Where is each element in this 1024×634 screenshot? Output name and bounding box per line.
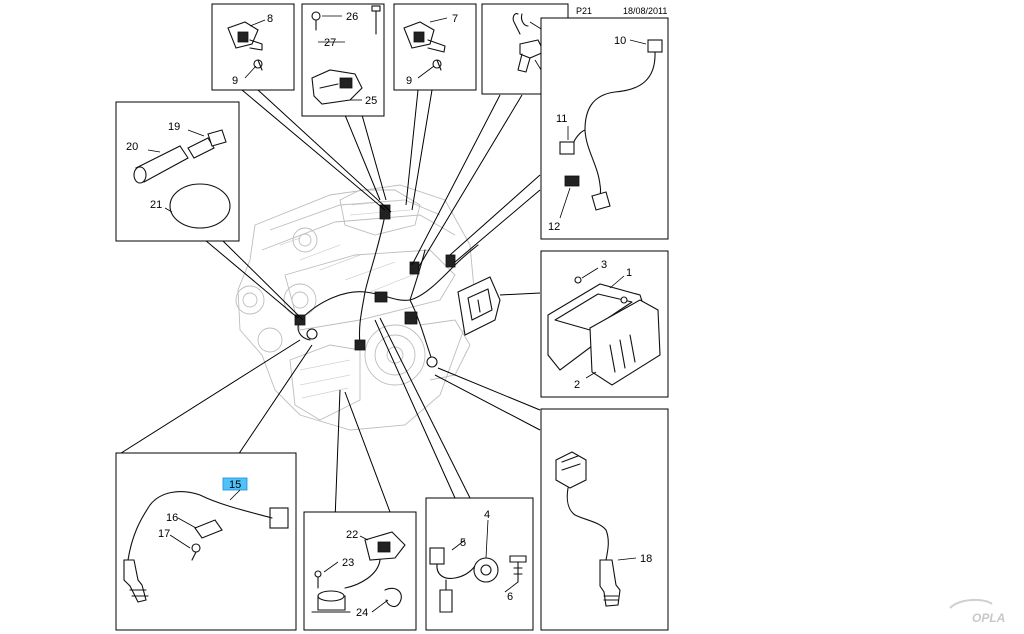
callout-11: 11 (556, 113, 567, 125)
callout-16: 16 (166, 512, 178, 524)
callout-lines (117, 89, 541, 521)
panel-camshaft-sensor-b: 7 9 (393, 3, 477, 91)
callout-15: 15 (229, 479, 241, 491)
panel-knock-sensor: 4 5 6 (425, 497, 534, 631)
watermark-text: OPLA (972, 611, 1005, 625)
ecm-on-engine (457, 276, 501, 336)
callout-26: 26 (346, 11, 358, 23)
callout-19: 19 (168, 121, 180, 133)
callout-21: 21 (150, 199, 162, 211)
callout-7: 7 (452, 13, 458, 25)
callout-8: 8 (267, 13, 273, 25)
callout-17: 17 (158, 528, 170, 540)
callout-27: 27 (324, 37, 336, 49)
callout-10: 10 (614, 35, 626, 47)
page-code: P21 (576, 6, 592, 16)
panel-oxygen-sensor-front: 15 16 17 (115, 452, 297, 631)
callout-18: 18 (640, 553, 652, 565)
engine-block (235, 184, 476, 431)
panel-camshaft-sensor-a: 8 9 (211, 3, 295, 91)
callout-22: 22 (346, 529, 358, 541)
callout-9-a: 9 (232, 75, 238, 87)
panel-crankshaft-sensor: 22 23 24 (303, 511, 417, 631)
callout-1: 1 (626, 267, 632, 279)
callout-25: 25 (365, 95, 377, 107)
callout-3: 3 (601, 259, 607, 271)
callout-24: 24 (356, 607, 368, 619)
callout-20: 20 (126, 141, 138, 153)
callout-4: 4 (484, 509, 490, 521)
callout-5: 5 (460, 537, 466, 549)
panel-map-sensor: 26 27 25 (301, 3, 385, 117)
wiring-harness (294, 204, 479, 368)
panel-oil-pressure-switch: 19 20 21 (115, 101, 240, 242)
watermark-logo: OPLA (949, 598, 1005, 625)
panel-engine-control-module: 3 1 2 (540, 250, 669, 398)
callout-2: 2 (574, 379, 580, 391)
callout-12: 12 (548, 221, 560, 233)
callout-6: 6 (507, 591, 513, 603)
callout-23: 23 (342, 557, 354, 569)
highlight-15 (222, 477, 248, 491)
page-date: 18/08/2011 (623, 6, 667, 16)
panel-oxygen-sensor-rear: 10 11 12 (540, 17, 669, 240)
callout-9-b: 9 (406, 75, 412, 87)
panel-oxygen-sensor-18: 18 (540, 408, 669, 631)
